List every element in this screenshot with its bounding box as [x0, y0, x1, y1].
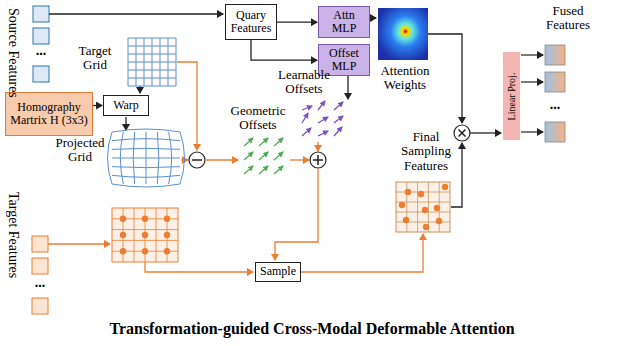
node-text: Warp — [113, 99, 139, 112]
grid-line — [168, 38, 169, 86]
offset-arrow — [334, 127, 342, 136]
stroke — [428, 182, 429, 232]
offset-arrow — [274, 166, 283, 174]
connector — [93, 105, 102, 106]
sample-dot — [399, 202, 405, 208]
process-box: Sample — [255, 262, 301, 282]
process-box: Warp — [103, 95, 149, 116]
sample-dot — [142, 232, 148, 238]
ellipsis: ... — [30, 44, 52, 58]
offset-arrow — [274, 152, 283, 160]
stroke — [134, 208, 135, 262]
part-label: Projected Grid — [52, 136, 108, 165]
feature-map — [396, 182, 450, 232]
stroke — [156, 208, 157, 262]
offset-arrow — [259, 138, 268, 146]
grid-line — [128, 86, 176, 87]
offset-arrow — [318, 117, 328, 123]
matrix-box: Homography Martrix H (3x3) — [5, 92, 93, 136]
sample-dot — [120, 216, 126, 222]
ellipsis: ... — [544, 98, 566, 112]
query-box: Quary Features — [225, 4, 277, 40]
node-text: Quary Features — [229, 9, 273, 35]
stroke — [112, 240, 178, 241]
mlp-box: Attn MLP — [318, 6, 370, 38]
offset-arrow — [244, 152, 253, 160]
sample-dot — [120, 248, 126, 254]
sample-dot — [120, 232, 126, 238]
offset-arrow — [334, 102, 343, 110]
part-label: Target Grid — [66, 44, 124, 73]
connector — [277, 22, 317, 23]
projection-bar: Linear Proj. — [503, 52, 520, 140]
stroke — [396, 202, 450, 203]
offset-arrow — [318, 101, 325, 110]
part-label: Final Sampling Features — [396, 130, 456, 173]
sample-dot — [142, 248, 148, 254]
sample-dot — [164, 216, 170, 222]
offset-arrow — [302, 106, 312, 110]
offset-arrow — [302, 113, 308, 123]
node-text: Homography Martrix H (3x3) — [9, 101, 89, 127]
grid-line — [112, 167, 180, 168]
offset-arrow — [318, 131, 328, 136]
node-text: Sample — [260, 265, 296, 278]
offset-arrow — [244, 166, 253, 174]
offset-arrow — [334, 116, 343, 123]
sample-dot — [422, 207, 428, 213]
grid-line — [128, 70, 176, 71]
grid-line — [108, 132, 113, 184]
ellipsis: ... — [29, 276, 51, 290]
part-label: Attention Weights — [372, 64, 438, 93]
sample-dot — [434, 205, 440, 211]
part-label: Learnable Offsets — [268, 68, 340, 97]
offset-arrow — [274, 138, 283, 146]
grid-line — [112, 184, 180, 187]
node-text: Attn MLP — [322, 9, 366, 35]
grid-line — [146, 132, 147, 184]
sample-dot — [423, 224, 429, 230]
grid-line — [157, 132, 159, 184]
side-label: Target Features — [6, 192, 21, 278]
feature-map — [112, 208, 178, 262]
offset-arrow — [259, 152, 268, 160]
grid-line — [112, 129, 180, 132]
grid-line — [160, 38, 161, 86]
grid-line — [176, 38, 177, 86]
sample-dot — [142, 216, 148, 222]
connector — [251, 40, 317, 60]
sample-dot — [418, 191, 424, 197]
figure-caption: Transformation-guided Cross-Modal Deform… — [0, 320, 624, 338]
sample-dot — [403, 217, 409, 223]
side-label: Source Features — [6, 8, 21, 98]
grid-line — [128, 62, 176, 63]
sample-dot — [164, 248, 170, 254]
sample-dot — [405, 189, 411, 195]
sample-dot — [442, 184, 448, 190]
part-label: Fused Features — [532, 4, 604, 33]
grid-line — [128, 78, 176, 79]
offset-arrow — [302, 128, 311, 136]
grid-line — [169, 132, 172, 184]
offset-arrow — [259, 166, 268, 174]
sample-dot — [436, 218, 442, 224]
part-label: Geometric Offsets — [222, 104, 294, 133]
node-text: Linear Proj. — [506, 72, 517, 120]
offset-arrow — [244, 138, 253, 146]
grid-line — [180, 132, 185, 184]
stroke — [417, 182, 418, 232]
stroke — [112, 229, 178, 230]
sample-dot — [164, 232, 170, 238]
